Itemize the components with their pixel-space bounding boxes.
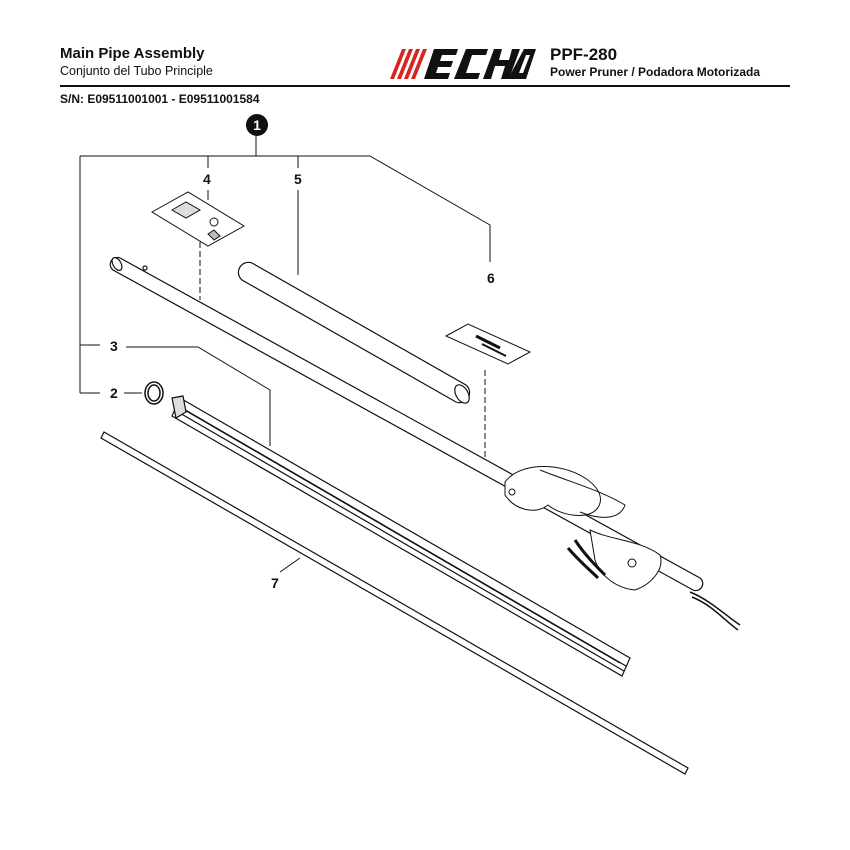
callout-shaft-housing: 3 [110,338,118,354]
page-subtitle: Conjunto del Tubo Principle [60,64,213,78]
model-number: PPF-280 [550,45,618,64]
handle-assembly [504,466,741,631]
grip-tube-part [237,261,471,404]
callout-grip-tube: 5 [294,171,302,187]
header-left: Main Pipe Assembly Conjunto del Tubo Pri… [60,45,213,79]
callout-warning-label: 4 [203,171,211,187]
shaft-housing-part [171,395,631,677]
callout-kit-badge: 1 [246,114,268,136]
serial-number-range: S/N: E09511001001 - E09511001584 [60,92,260,106]
header-rule [60,85,790,87]
callout-logo-label: 6 [487,270,495,286]
page-title: Main Pipe Assembly [60,45,205,62]
callout-ring: 2 [110,385,118,401]
model-description: Power Pruner / Podadora Motorizada [550,65,761,79]
logo-label-part [444,323,532,365]
callout-drive-shaft: 7 [271,575,279,591]
echo-logo [390,49,536,79]
ring-part [144,381,164,405]
drive-shaft-part [100,431,689,775]
warning-label-part [151,191,245,247]
